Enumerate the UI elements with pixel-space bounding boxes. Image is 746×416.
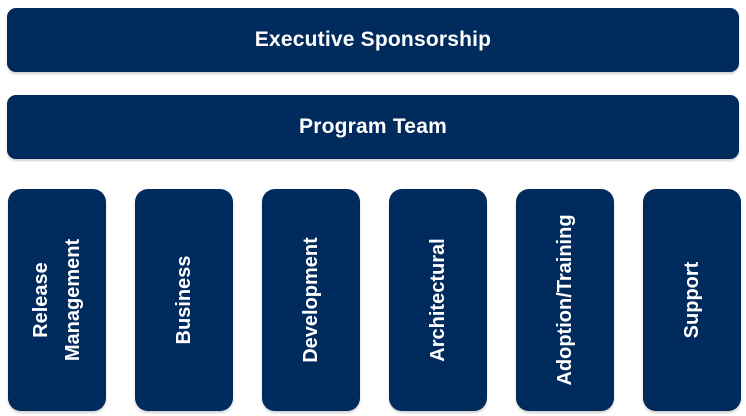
pillar-label: Release Management bbox=[25, 195, 89, 405]
program-team-label: Program Team bbox=[299, 115, 447, 138]
pillar-label: Adoption/Training bbox=[549, 195, 581, 405]
pillar-label: Development bbox=[295, 195, 327, 405]
pillar-development: Development bbox=[262, 189, 360, 411]
pillar-architectural: Architectural bbox=[389, 189, 487, 411]
executive-sponsorship-label: Executive Sponsorship bbox=[254, 28, 492, 51]
pillar-label-line1: Architectural bbox=[427, 238, 449, 362]
pillar-label-line2: Management bbox=[62, 238, 84, 362]
pillar-label-line1: Release bbox=[30, 262, 52, 338]
pillar-label-line1: Business bbox=[173, 255, 195, 345]
pillar-release-management: Release Management bbox=[8, 189, 106, 411]
pillar-label-line1: Adoption/Training bbox=[554, 214, 576, 386]
pillar-label-line1: Development bbox=[300, 237, 322, 363]
pillar-label: Business bbox=[168, 195, 200, 405]
executive-sponsorship-box: Executive Sponsorship bbox=[7, 8, 739, 72]
program-team-box: Program Team bbox=[7, 95, 739, 159]
pillar-label-line1: Support bbox=[681, 261, 703, 339]
pillar-label: Architectural bbox=[422, 195, 454, 405]
pillar-support: Support bbox=[643, 189, 741, 411]
pillar-business: Business bbox=[135, 189, 233, 411]
pillar-adoption-training: Adoption/Training bbox=[516, 189, 614, 411]
pillar-label: Support bbox=[676, 195, 708, 405]
